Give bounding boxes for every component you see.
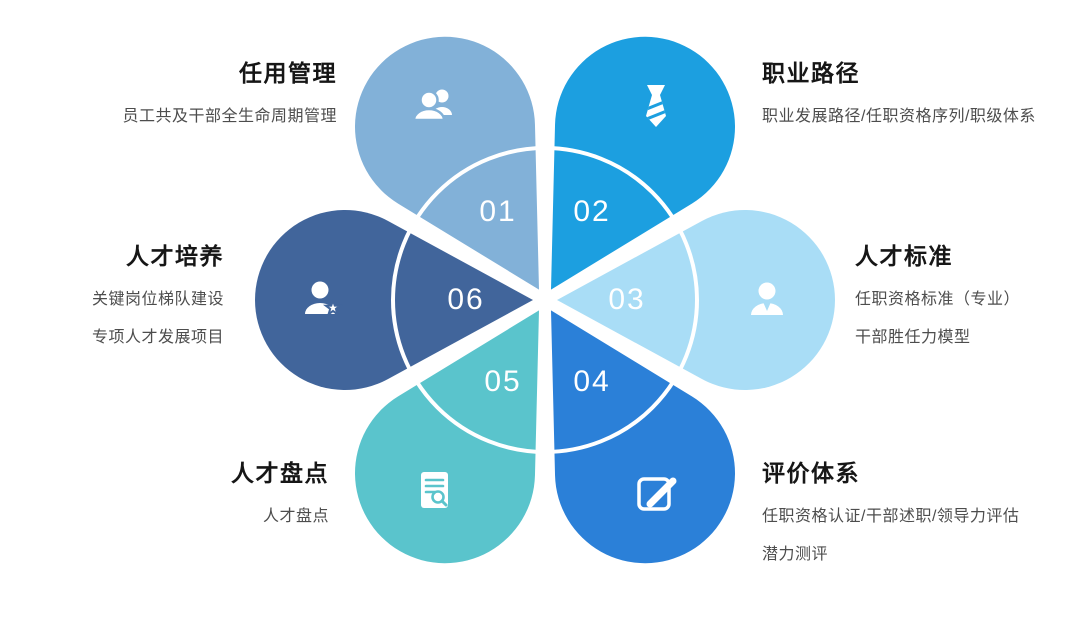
- petal-01-number: 01: [479, 195, 516, 228]
- petal-04-shape: [551, 310, 736, 564]
- user-star-icon: [305, 281, 343, 317]
- petal-05-title: 人才盘点: [231, 460, 329, 486]
- petal-04-number: 04: [573, 365, 610, 398]
- petal-03-desc-line: 干部胜任力模型: [855, 328, 971, 346]
- user-icon: [751, 282, 783, 315]
- petal-04-title: 评价体系: [762, 460, 860, 486]
- petal-01-desc-line: 员工共及干部全生命周期管理: [122, 107, 337, 125]
- petal-03-number: 03: [608, 283, 645, 316]
- petal-02-shape: [551, 36, 736, 290]
- petal-02-title: 职业路径: [762, 60, 860, 86]
- petal-03-label: 人才标准 任职资格标准（专业） 干部胜任力模型: [855, 243, 1020, 347]
- petal-05-number: 05: [484, 365, 521, 398]
- petal-02-number: 02: [573, 195, 610, 228]
- petal-01-title: 任用管理: [239, 60, 337, 86]
- petal-06-label: 人才培养 关键岗位梯队建设 专项人才发展项目: [92, 243, 224, 347]
- petal-06-desc-line: 关键岗位梯队建设: [91, 290, 224, 308]
- users-icon: [412, 89, 452, 122]
- petal-02-label: 职业路径 职业发展路径/任职资格序列/职级体系: [762, 60, 1036, 126]
- center-ring: [391, 146, 699, 454]
- petal-06-title: 人才培养: [126, 243, 224, 269]
- petal-01-shape: [354, 36, 539, 290]
- petal-02-desc-line: 职业发展路径/任职资格序列/职级体系: [762, 107, 1036, 125]
- petal-04-desc-line: 任职资格认证/干部述职/领导力评估: [762, 507, 1020, 525]
- petal-04-desc-line: 潜力测评: [762, 545, 829, 563]
- doc-search-icon: [421, 472, 448, 508]
- petal-06-desc-line: 专项人才发展项目: [91, 328, 224, 346]
- petal-01-label: 任用管理 员工共及干部全生命周期管理: [122, 60, 337, 126]
- petal-03-title: 人才标准: [855, 243, 953, 269]
- petal-05-shape: [354, 310, 539, 564]
- petal-05-label: 人才盘点 人才盘点: [231, 460, 329, 526]
- petal-05-desc-line: 人才盘点: [262, 507, 329, 525]
- petal-04-label: 评价体系 任职资格认证/干部述职/领导力评估 潜力测评: [762, 460, 1019, 564]
- edit-icon: [637, 477, 677, 511]
- petal-06-number: 06: [447, 283, 484, 316]
- petal-03-desc-line: 任职资格标准（专业）: [855, 290, 1021, 308]
